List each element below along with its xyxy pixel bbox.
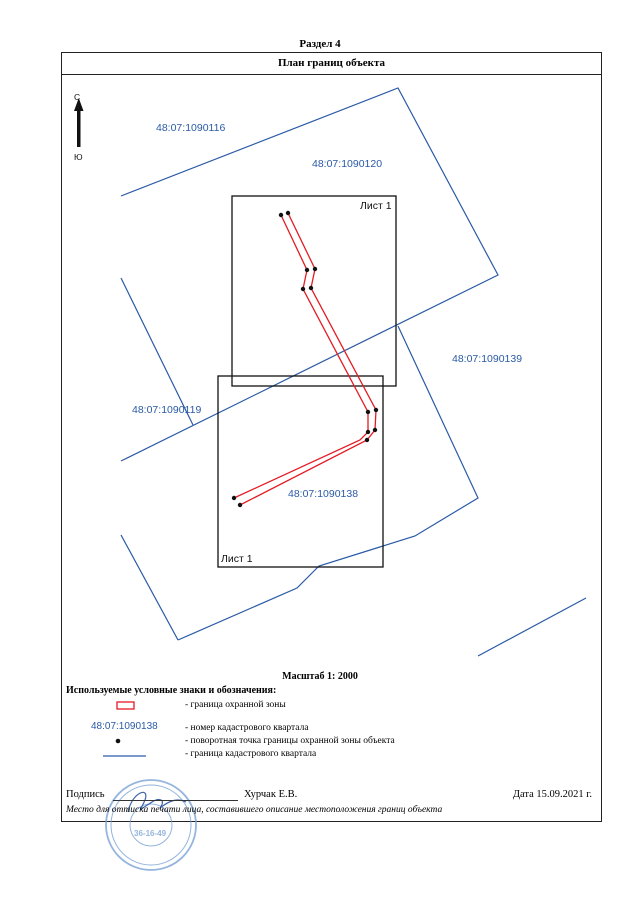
quarter-label: 48:07:1090119 — [132, 404, 201, 416]
quarter-label: 48:07:1090120 — [312, 158, 382, 170]
zone-line-right — [239, 212, 377, 506]
quarter-boundaries — [120, 87, 587, 657]
quarter-label: 48:07:1090116 — [156, 122, 225, 134]
north-arrow-icon: С Ю — [74, 92, 84, 162]
sheet-frame-lower — [217, 375, 384, 568]
turning-point — [285, 210, 291, 216]
section-title: Раздел 4 — [299, 38, 341, 50]
turning-point — [231, 495, 237, 501]
sheet-frames — [217, 195, 397, 568]
quarter-boundary — [177, 325, 479, 641]
turning-point — [373, 407, 379, 413]
seal-stamp: 36-16-49 — [105, 779, 197, 871]
scale-label: Масштаб 1: 2000 — [282, 671, 358, 682]
turning-point — [308, 285, 314, 291]
turning-point — [372, 427, 378, 433]
stamp-place-note: Место для оттиска печати лица, составивш… — [66, 805, 443, 815]
plan-title: План границ объекта — [62, 53, 601, 75]
quarter-boundary — [120, 277, 194, 426]
signature-label: Подпись — [66, 789, 105, 800]
legend-item-quarter-boundary: - граница кадастрового квартала — [185, 749, 317, 759]
legend-item-zone: - граница охранной зоны — [185, 700, 286, 710]
signature-line — [113, 800, 238, 801]
quarter-boundary — [120, 534, 179, 641]
handwritten-signature — [127, 791, 187, 813]
seal-number: 36-16-49 — [134, 829, 167, 838]
turning-point — [300, 286, 306, 292]
legend-item-quarter-number: - номер кадастрового квартала — [185, 723, 309, 733]
turning-point — [237, 502, 243, 508]
legend-sample-code: 48:07:1090138 — [91, 721, 158, 732]
legend-zone-symbol — [116, 701, 135, 710]
turning-point — [365, 409, 371, 415]
quarter-boundary — [477, 597, 587, 657]
signature-date: Дата 15.09.2021 г. — [512, 789, 592, 800]
turning-point — [304, 267, 310, 273]
south-label: Ю — [74, 152, 83, 162]
turning-points — [231, 210, 379, 508]
signer-name: Хурчак Е.В. — [244, 789, 298, 800]
protection-zone — [233, 212, 377, 506]
legend-heading: Используемые условные знаки и обозначени… — [66, 685, 277, 696]
turning-point — [312, 266, 318, 272]
quarter-label: 48:07:1090138 — [288, 488, 358, 500]
legend-point-symbol — [115, 738, 121, 744]
sheet-label-upper: Лист 1 — [360, 200, 392, 212]
turning-point — [364, 437, 370, 443]
quarter-label: 48:07:1090139 — [452, 353, 522, 365]
plan-frame: План границ объекта — [61, 52, 602, 822]
north-label: С — [74, 92, 80, 102]
quarter-boundary — [120, 87, 499, 462]
sheet-frame-upper — [231, 195, 397, 387]
turning-point — [278, 212, 284, 218]
turning-point — [365, 429, 371, 435]
sheet-label-lower: Лист 1 — [221, 553, 253, 565]
legend-item-turning-point: - поворотная точка границы охранной зоны… — [185, 736, 395, 746]
